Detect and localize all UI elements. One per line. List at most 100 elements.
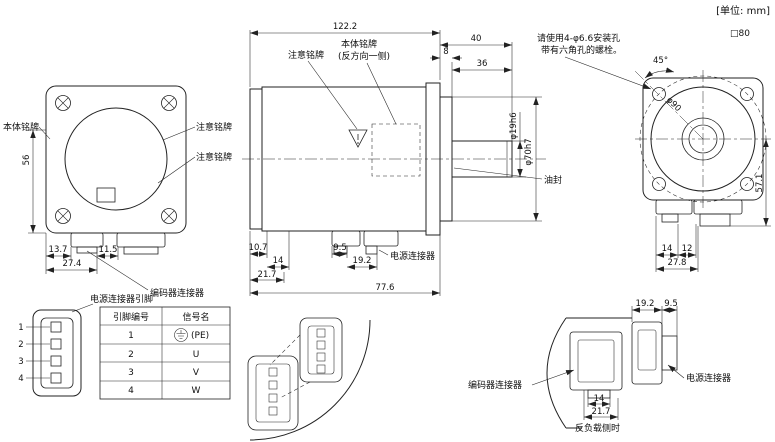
mounting-hole-top-left [652, 87, 666, 101]
dim-56: 56 [22, 129, 46, 234]
svg-text:13.7: 13.7 [49, 245, 68, 255]
table-row-pin: 2 [128, 350, 134, 360]
svg-text:14: 14 [594, 394, 605, 404]
table-row-signal: (PE) [191, 331, 209, 341]
side-power-connector [363, 230, 399, 247]
angle-arc [644, 67, 675, 79]
leader-line [453, 167, 543, 180]
svg-text:19.2: 19.2 [353, 256, 372, 266]
pilot-circle [650, 86, 756, 192]
leader-line [307, 60, 358, 130]
svg-text:φ19h6: φ19h6 [509, 112, 519, 139]
dim-10-7: 10.7 [249, 231, 267, 296]
alv-encoder-connector-tab [587, 389, 611, 399]
dim-shaft-diameter: φ19h6 [509, 112, 526, 178]
mounting-hole-top-right [740, 87, 754, 101]
alv-power-connector-inner [637, 329, 657, 371]
svg-text:77.6: 77.6 [376, 283, 395, 293]
dim-19-2: 19.2 [347, 254, 378, 270]
detail-power-connector-outer [299, 317, 343, 383]
detail-connector-housing-inner [255, 363, 291, 423]
shaft-circle [688, 124, 718, 154]
pin-number-2: 2 [18, 340, 23, 350]
dim-27-4: 27.4 [46, 259, 97, 273]
pinout-connector-outer [32, 309, 82, 397]
alv-power-connector-outer [631, 321, 663, 385]
svg-text:21.7: 21.7 [258, 270, 277, 280]
corner-screw-bottom-left [55, 208, 71, 224]
svg-text:27.4: 27.4 [63, 259, 82, 269]
svg-text:19.2: 19.2 [636, 299, 655, 309]
mounting-hole-bottom-right [740, 177, 754, 191]
svg-text:122.2: 122.2 [333, 22, 357, 32]
rear-connector-right-tab [699, 213, 731, 227]
body-edge-arc [546, 317, 567, 429]
leader-line [564, 56, 652, 90]
motor-body-circle [64, 107, 168, 211]
projection-line [269, 334, 301, 366]
projection-line [279, 381, 311, 399]
dim-122-2: 122.2 [249, 22, 441, 87]
dim-14-alv: 14 [587, 394, 611, 407]
leader-line [378, 249, 389, 256]
svg-text:21.7: 21.7 [592, 407, 611, 417]
svg-text:14: 14 [273, 256, 284, 266]
detail-pin [316, 328, 326, 338]
detail-pin [316, 364, 326, 374]
body-nameplate-label: 本体铭牌 [341, 38, 377, 50]
pin-2 [50, 338, 62, 350]
dim-14: 14 [267, 231, 290, 270]
leader-line [157, 156, 196, 184]
dim-9-5-alv: 9.5 [662, 299, 678, 336]
oil-seal-circle [681, 117, 725, 161]
body-edge-arc [249, 319, 371, 441]
pin-table-header-pin: 引脚编号 [113, 311, 149, 323]
alv-encoder-connector-inner [577, 339, 615, 383]
detail-connector-housing-outer [247, 355, 299, 431]
encoder-connector-label: 编码器连接器 [150, 287, 204, 299]
diagonal-center-line [633, 69, 704, 140]
leader-line [366, 62, 397, 125]
caution-nameplate-label-1: 注意铭牌 [196, 121, 232, 133]
table-row-pin: 1 [128, 331, 134, 341]
caution-nameplate-label-2: 注意铭牌 [196, 151, 232, 163]
detail-pin [268, 393, 278, 403]
caution-triangle-icon [348, 129, 368, 148]
front-power-connector-housing [116, 232, 166, 248]
unit-note: [单位: mm] [716, 4, 770, 17]
svg-text:11.5: 11.5 [99, 245, 118, 255]
svg-text:27.8: 27.8 [668, 258, 687, 268]
front-nameplate [96, 187, 116, 203]
detail-pin [316, 340, 326, 350]
alv-power-connector-tab [661, 335, 678, 371]
table-row-signal: W [192, 386, 201, 396]
anti-load-caption: 反负载侧时 [575, 422, 620, 434]
body-nameplate-label: 本体铭牌 [3, 121, 39, 133]
pin-3 [50, 355, 62, 367]
dim-21-7-alv: 21.7 [583, 390, 619, 420]
rear-connector-left-tab [661, 213, 679, 223]
dim-12-rear: 12 [678, 224, 697, 258]
table-row-signal: U [193, 350, 200, 360]
dim-8: 8 [430, 47, 462, 61]
bolt-circle-dim: φ90 [664, 95, 683, 114]
dim-40: 40 [440, 34, 513, 141]
dim-36: 36 [451, 59, 512, 97]
dim-27-8-rear: 27.8 [656, 226, 699, 272]
far-side-nameplate-dashed [371, 123, 421, 177]
table-row-pin: 3 [128, 368, 134, 378]
pin-4 [50, 372, 62, 384]
detail-power-connector-inner [307, 325, 335, 375]
square-size-dim: □80 [730, 29, 750, 39]
dim-13-7: 13.7 [45, 233, 72, 274]
svg-text:8: 8 [443, 47, 448, 57]
dim-9-5: 9.5 [331, 243, 348, 258]
connector-detail-view [247, 317, 371, 441]
oil-seal-label: 油封 [544, 174, 562, 186]
svg-text:40: 40 [471, 34, 482, 44]
rear-view: φ90 45° 请使用4-φ6.6安装孔 带有六角孔的螺栓。 □80 57.1 … [537, 29, 771, 272]
corner-screw-top-right [161, 95, 177, 111]
corner-screw-top-left [55, 95, 71, 111]
